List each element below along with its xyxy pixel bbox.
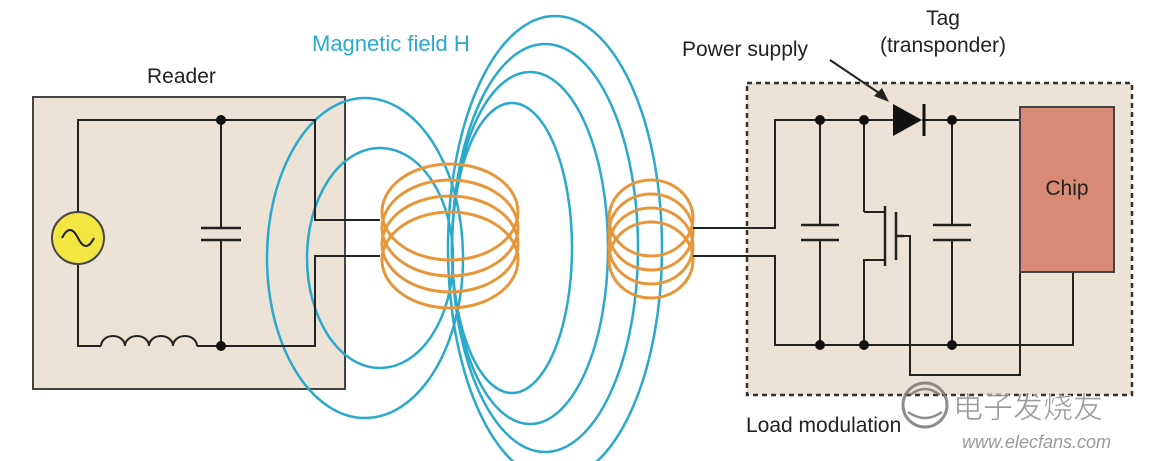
tag-circuit (693, 119, 1074, 376)
tag-junctions (815, 115, 957, 350)
reader-circuit (77, 119, 380, 347)
watermark: 电子发烧友 www.elecfans.com (901, 381, 1111, 452)
watermark-brand: 电子发烧友 (953, 392, 1103, 425)
sine-wave-icon (61, 229, 95, 247)
magnetic-field-label: Magnetic field H (312, 31, 470, 56)
reader-junctions (216, 115, 226, 351)
tag-label: Tag (926, 7, 960, 30)
watermark-url: www.elecfans.com (962, 432, 1111, 452)
chip-label: Chip (1045, 177, 1088, 200)
power-supply-pointer (829, 59, 883, 96)
reader-coil (380, 162, 520, 310)
power-supply-label: Power supply (682, 38, 809, 61)
field-line (450, 101, 574, 395)
ac-source (51, 211, 105, 265)
tag-capacitors (801, 223, 971, 242)
reader-capacitor (201, 226, 241, 242)
field-line (446, 14, 664, 461)
reader-inductor (100, 335, 198, 347)
watermark-logo-icon (901, 381, 949, 429)
mosfet-transistor (883, 206, 904, 266)
tag-sublabel: (transponder) (880, 34, 1006, 57)
chip-block (1019, 106, 1115, 273)
diode (893, 104, 926, 136)
pointer-arrowhead (874, 88, 889, 102)
load-modulation-label: Load modulation (746, 414, 901, 437)
field-line (450, 70, 610, 426)
tag-coil (607, 178, 695, 300)
reader-label: Reader (147, 65, 216, 88)
